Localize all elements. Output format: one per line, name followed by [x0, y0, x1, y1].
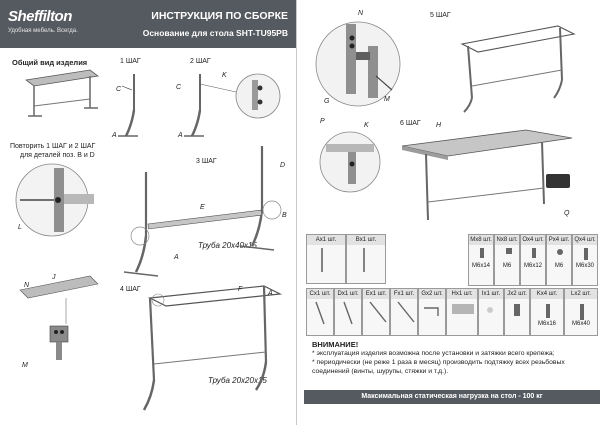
- overview-label: Общий вид изделия: [12, 58, 88, 67]
- callout-a-step4: A: [268, 290, 273, 297]
- part-n-cell: Nx8 шт. M6: [494, 234, 520, 286]
- parts-icons: [315, 248, 588, 325]
- callout-c-step2: C: [176, 84, 182, 91]
- leg-bracket-detail: [19, 275, 99, 360]
- callout-p-step6: P: [320, 118, 325, 125]
- repeat-note-1: Повторить 1 ШАГ и 2 ШАГ: [10, 143, 96, 150]
- page-subtitle: Основание для стола SHT-TU95PB: [142, 28, 288, 38]
- callout-d-step3: D: [280, 162, 286, 169]
- callout-q-step6: Q: [564, 210, 570, 217]
- attention-line-2: * периодически (не реже 1 раза в месяц) …: [312, 359, 565, 366]
- part-e-cell: Ex1 шт.: [362, 288, 390, 336]
- callout-l-detail: L: [18, 224, 22, 231]
- brand-slogan: Удобная мебель. Всегда.: [8, 28, 78, 34]
- part-a-cell: Ax1 шт.: [306, 234, 346, 284]
- attention-line-1: * эксплуатация изделия возможна после ус…: [312, 350, 555, 357]
- part-f-cell: Fx1 шт.: [390, 288, 418, 336]
- step1-illustration: [118, 74, 138, 137]
- brand-logo: Sheffilton: [8, 8, 72, 25]
- callout-a-step2: A: [178, 132, 183, 139]
- callout-n-step4: N: [24, 282, 30, 289]
- page-title: ИНСТРУКЦИЯ ПО СБОРКЕ: [151, 10, 288, 22]
- callout-b-step3: B: [282, 212, 287, 219]
- repeat-note-2: для деталей поз. B и D: [20, 152, 95, 159]
- callout-c-step1: C: [116, 86, 122, 93]
- callout-h-step6: H: [436, 122, 442, 129]
- attention-notice: ВНИМАНИЕ! * эксплуатация изделия возможн…: [312, 340, 594, 376]
- part-g-cell: Gx2 шт.: [418, 288, 446, 336]
- attention-line-3: соединений (винты, шурупы, стяжки и т.д.…: [312, 368, 449, 375]
- part-h-cell: Hx1 шт.: [446, 288, 478, 336]
- step3-label: 3 ШАГ: [196, 158, 217, 165]
- part-q-cell: Qx4 шт. M6x30: [572, 234, 598, 286]
- callout-g-step5: G: [324, 98, 330, 105]
- bolt-detail-illustration: [15, 163, 94, 237]
- callout-k-step2: K: [222, 72, 227, 79]
- header-bar: Sheffilton Удобная мебель. Всегда. ИНСТР…: [0, 0, 296, 48]
- right-page: 5 ШАГ 6 ШАГ N G M P K H Q: [304, 0, 600, 425]
- pipe-label-2: Труба 20x20x15: [208, 376, 267, 385]
- step6-label: 6 ШАГ: [400, 120, 421, 127]
- callout-n-step5: N: [358, 10, 364, 17]
- overview-table-illustration: [25, 69, 99, 117]
- part-b-cell: Bx1 шт.: [346, 234, 386, 284]
- part-m-cell: Mx8 шт. M6x14: [468, 234, 494, 286]
- max-load-bar: Максимальная статическая нагрузка на сто…: [304, 390, 600, 404]
- pipe-label-1: Труба 20x40x15: [198, 241, 257, 250]
- callout-m-step4: M: [22, 362, 28, 369]
- callout-j-step4: J: [52, 274, 56, 281]
- callout-e-step3: E: [200, 204, 205, 211]
- callout-k-step6: K: [364, 122, 369, 129]
- part-d-cell: Dx1 шт.: [334, 288, 362, 336]
- callout-a-step1: A: [112, 132, 117, 139]
- step5-frame-illustration: [460, 25, 576, 113]
- step1-label: 1 ШАГ: [120, 58, 141, 65]
- step2-illustration: [184, 73, 281, 137]
- part-p-cell: Px4 шт. M6: [546, 234, 572, 286]
- step4-label: 4 ШАГ: [120, 286, 141, 293]
- callout-f-step4: F: [238, 286, 243, 293]
- callout-m-step5: M: [384, 96, 390, 103]
- callout-a-step3: A: [174, 254, 179, 261]
- attention-title: ВНИМАНИЕ!: [312, 340, 359, 349]
- step5-label: 5 ШАГ: [430, 12, 451, 19]
- left-page: Sheffilton Удобная мебель. Всегда. ИНСТР…: [0, 0, 297, 425]
- part-o-cell: Ox4 шт. M6x12: [520, 234, 546, 286]
- step3-illustration: [123, 146, 282, 277]
- step6-table-illustration: [401, 129, 573, 221]
- step6-detail-illustration: [319, 131, 381, 193]
- step5-detail-illustration: [315, 21, 401, 107]
- step4-illustration: [142, 285, 283, 411]
- part-i-cell: Ix1 шт.: [478, 288, 504, 336]
- step2-label: 2 ШАГ: [190, 58, 211, 65]
